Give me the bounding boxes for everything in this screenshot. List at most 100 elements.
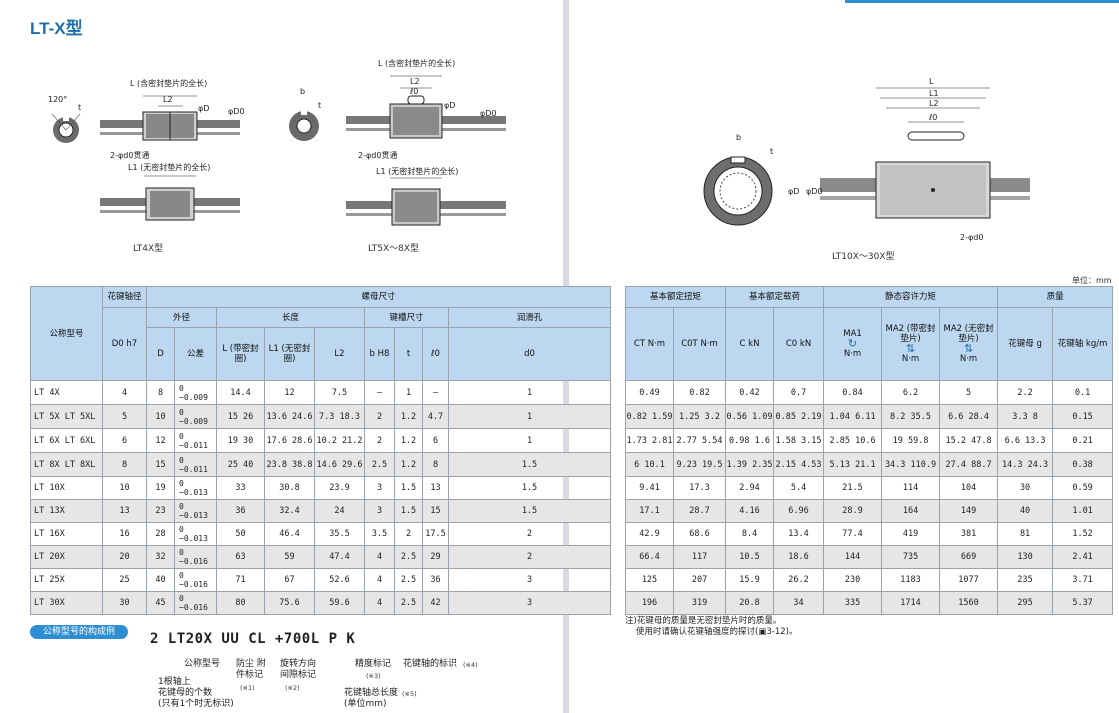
lt4x-end-view <box>51 113 81 143</box>
cell-L1: 23.8 38.8 <box>264 452 315 477</box>
hdr-ma2: MA2 (带密封垫片) ⇅ N·m <box>881 307 941 381</box>
cell-c0: 34 <box>773 591 825 615</box>
lt5x-D: φD <box>444 101 455 110</box>
cell-L1: 59 <box>264 545 315 569</box>
cell-L2: 7.5 <box>314 380 365 405</box>
lt5x-bottom-view <box>346 177 506 226</box>
cell-L1: 67 <box>264 568 315 592</box>
ex-label-prec-note: (※3) <box>366 672 381 680</box>
cell-b: 3 <box>364 476 395 500</box>
lt5x-D0: φD0 <box>480 109 497 118</box>
cell-m1: 230 <box>823 568 883 592</box>
cell-gs: 0.1 <box>1052 380 1114 405</box>
cell-d0: 16 <box>102 522 147 546</box>
lt4x-drawing: 120° t L (含密封垫片的全长) L2 φD φD0 2-φd0贯通 L1… <box>48 78 245 221</box>
lt4x-hole: 2-φd0贯通 <box>110 150 149 160</box>
cell-m1: 2.85 10.6 <box>823 428 883 453</box>
top-accent-bar <box>845 0 1119 3</box>
cell-L: 33 <box>216 476 265 500</box>
cell-ct: 0.49 <box>625 380 674 405</box>
cell-m2: 6.2 <box>881 380 941 405</box>
cell-m1: 5.13 21.1 <box>823 452 883 477</box>
cell-D: 12 <box>146 428 175 453</box>
cell-c0t: 207 <box>672 568 727 592</box>
lt4x-caption: LT4X型 <box>133 244 164 254</box>
cell-l0: 13 <box>422 476 449 500</box>
cell-c0: 26.2 <box>773 568 825 592</box>
cell-L2: 23.9 <box>314 476 365 500</box>
lt10x-L1: L1 <box>929 89 939 98</box>
cell-c: 15.9 <box>725 568 775 592</box>
cell-L1: 13.6 24.6 <box>264 404 315 429</box>
hdr-ma1-unit: N·m <box>843 349 862 359</box>
cell-c0t: 2.77 5.54 <box>672 428 727 453</box>
lt4x-D0: φD0 <box>228 107 245 116</box>
cell-ct: 66.4 <box>625 545 674 569</box>
cell-gn: 3.3 8 <box>997 404 1054 429</box>
cell-model: LT 30X <box>30 591 103 615</box>
ex-label-count2: 花键母的个数 <box>158 688 213 698</box>
cell-L2: 14.6 29.6 <box>314 452 365 477</box>
cell-tol: 0 −0.011 <box>174 452 217 477</box>
cell-l0: 8 <box>422 452 449 477</box>
lt10x-D0: φD0 <box>806 187 823 196</box>
lt10x-caption: LT10X～30X型 <box>832 252 895 262</box>
cell-L: 36 <box>216 499 265 523</box>
cell-c0: 6.96 <box>773 499 825 523</box>
cell-d0: 5 <box>102 404 147 429</box>
hdr-c0t: C0T N·m <box>672 307 727 381</box>
cell-b: 4 <box>364 591 395 615</box>
cell-tol: 0 −0.016 <box>174 591 217 615</box>
cell-tol: 0 −0.013 <box>174 522 217 546</box>
moment-arrow-icon: ↻ <box>847 337 858 350</box>
hdr-ma2-label: MA2 (带密封垫片) <box>885 324 936 344</box>
cell-c0t: 28.7 <box>672 499 727 523</box>
cell-L: 15 26 <box>216 404 265 429</box>
cell-D: 19 <box>146 476 175 500</box>
hdr-ct: CT N·m <box>625 307 674 381</box>
cell-c: 4.16 <box>725 499 775 523</box>
cell-t: 2.5 <box>394 545 423 569</box>
cell-c0t: 9.23 19.5 <box>672 452 727 477</box>
units-label: 单位：mm <box>1072 276 1112 285</box>
lt5x-hole: 2-φd0贯通 <box>358 150 397 160</box>
cell-ct: 6 10.1 <box>625 452 674 477</box>
ex-label-len1: 花键轴总长度 <box>344 688 399 698</box>
hdr-c: C kN <box>725 307 775 381</box>
lt10x-hole: 2-φd0 <box>960 233 983 242</box>
hdr-mass-shaft: 花键轴 kg/m <box>1052 307 1114 381</box>
cell-gs: 0.38 <box>1052 452 1114 477</box>
cell-L: 19 30 <box>216 428 265 453</box>
cell-c0t: 0.82 <box>672 380 727 405</box>
lt5x-L1: L1 (无密封垫片的全长) <box>376 166 458 176</box>
cell-b: 2.5 <box>364 452 395 477</box>
cell-d0: 4 <box>102 380 147 405</box>
lt4x-t: t <box>78 103 81 112</box>
ex-label-rot-note: (※2) <box>285 684 300 692</box>
hdr-mass: 质量 <box>997 286 1114 308</box>
cell-m2: 19 59.8 <box>881 428 941 453</box>
cell-m3: 27.4 88.7 <box>939 452 999 477</box>
cell-b: 2 <box>364 428 395 453</box>
cell-gn: 81 <box>997 522 1054 546</box>
cell-m2: 1714 <box>881 591 941 615</box>
cell-gs: 0.59 <box>1052 476 1114 500</box>
cell-t: 1.2 <box>394 428 423 453</box>
ex-label-model: 公称型号 <box>184 659 221 669</box>
hdr-bH8: b H8 <box>364 327 395 381</box>
cell-tol: 0 −0.016 <box>174 545 217 569</box>
lt10x-l0: ℓ0 <box>928 113 937 122</box>
cell-gs: 0.21 <box>1052 428 1114 453</box>
hdr-tol: 公差 <box>174 327 217 381</box>
cell-c: 2.94 <box>725 476 775 500</box>
cell-model: LT 13X <box>30 499 103 523</box>
hdr-d0: d0 <box>448 327 611 381</box>
